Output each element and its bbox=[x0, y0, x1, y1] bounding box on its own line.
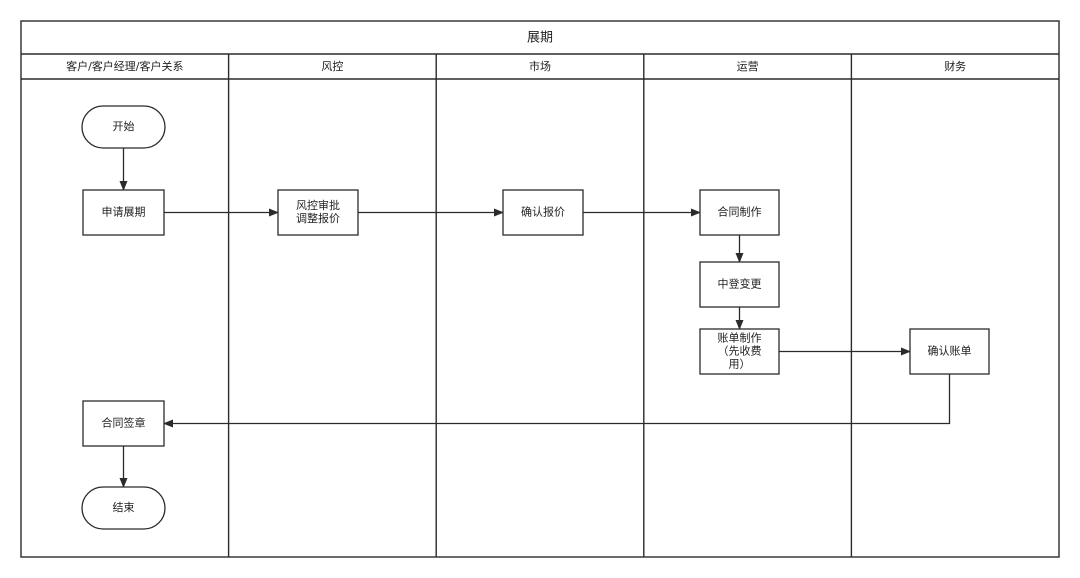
node-label: 合同制作 bbox=[718, 205, 762, 219]
node-label: 账单制作 bbox=[718, 332, 762, 345]
node-apply: 申请展期 bbox=[82, 189, 165, 236]
lane-title-finance: 财务 bbox=[944, 59, 966, 73]
node-label: 申请展期 bbox=[102, 206, 146, 219]
lane-title-customer: 客户/客户经理/客户关系 bbox=[66, 59, 183, 73]
node-label: 结束 bbox=[113, 501, 135, 514]
node-start: 开始 bbox=[81, 105, 166, 149]
arrow-confirm_bill-to-contract_sign bbox=[163, 374, 951, 428]
node-contract-make: 合同制作 bbox=[699, 189, 780, 236]
terminal-shape bbox=[81, 105, 166, 149]
node-confirm-bill: 确认账单 bbox=[909, 328, 990, 375]
terminal-shape bbox=[81, 486, 166, 530]
process-box bbox=[699, 261, 780, 308]
node-label: 确认账单 bbox=[928, 345, 972, 358]
node-label: 调整报价 bbox=[296, 211, 340, 225]
node-label: 合同签章 bbox=[102, 416, 146, 430]
node-label: 开始 bbox=[113, 119, 135, 133]
pool-title: 展期 bbox=[527, 31, 553, 46]
lane-title-market: 市场 bbox=[529, 59, 551, 73]
process-box bbox=[699, 189, 780, 236]
process-box bbox=[502, 189, 584, 236]
node-zhongdeng: 中登变更 bbox=[699, 261, 780, 308]
pool-frame bbox=[20, 20, 1060, 558]
node-label: （先收费 bbox=[718, 344, 762, 358]
process-box bbox=[277, 189, 359, 236]
node-end: 结束 bbox=[81, 486, 166, 530]
node-label: 风控审批 bbox=[296, 198, 340, 212]
node-confirm-price: 确认报价 bbox=[502, 189, 584, 236]
process-box bbox=[699, 328, 780, 375]
process-box bbox=[82, 189, 165, 236]
node-contract-sign: 合同签章 bbox=[82, 400, 165, 447]
node-label: 确认报价 bbox=[521, 205, 565, 219]
lane-title-ops: 运营 bbox=[737, 59, 759, 73]
process-box bbox=[82, 400, 165, 447]
node-label: 中登变更 bbox=[718, 277, 762, 291]
process-box bbox=[909, 328, 990, 375]
node-label: 用） bbox=[729, 358, 751, 371]
edges bbox=[119, 148, 951, 488]
lane-title-risk: 风控 bbox=[321, 59, 343, 73]
